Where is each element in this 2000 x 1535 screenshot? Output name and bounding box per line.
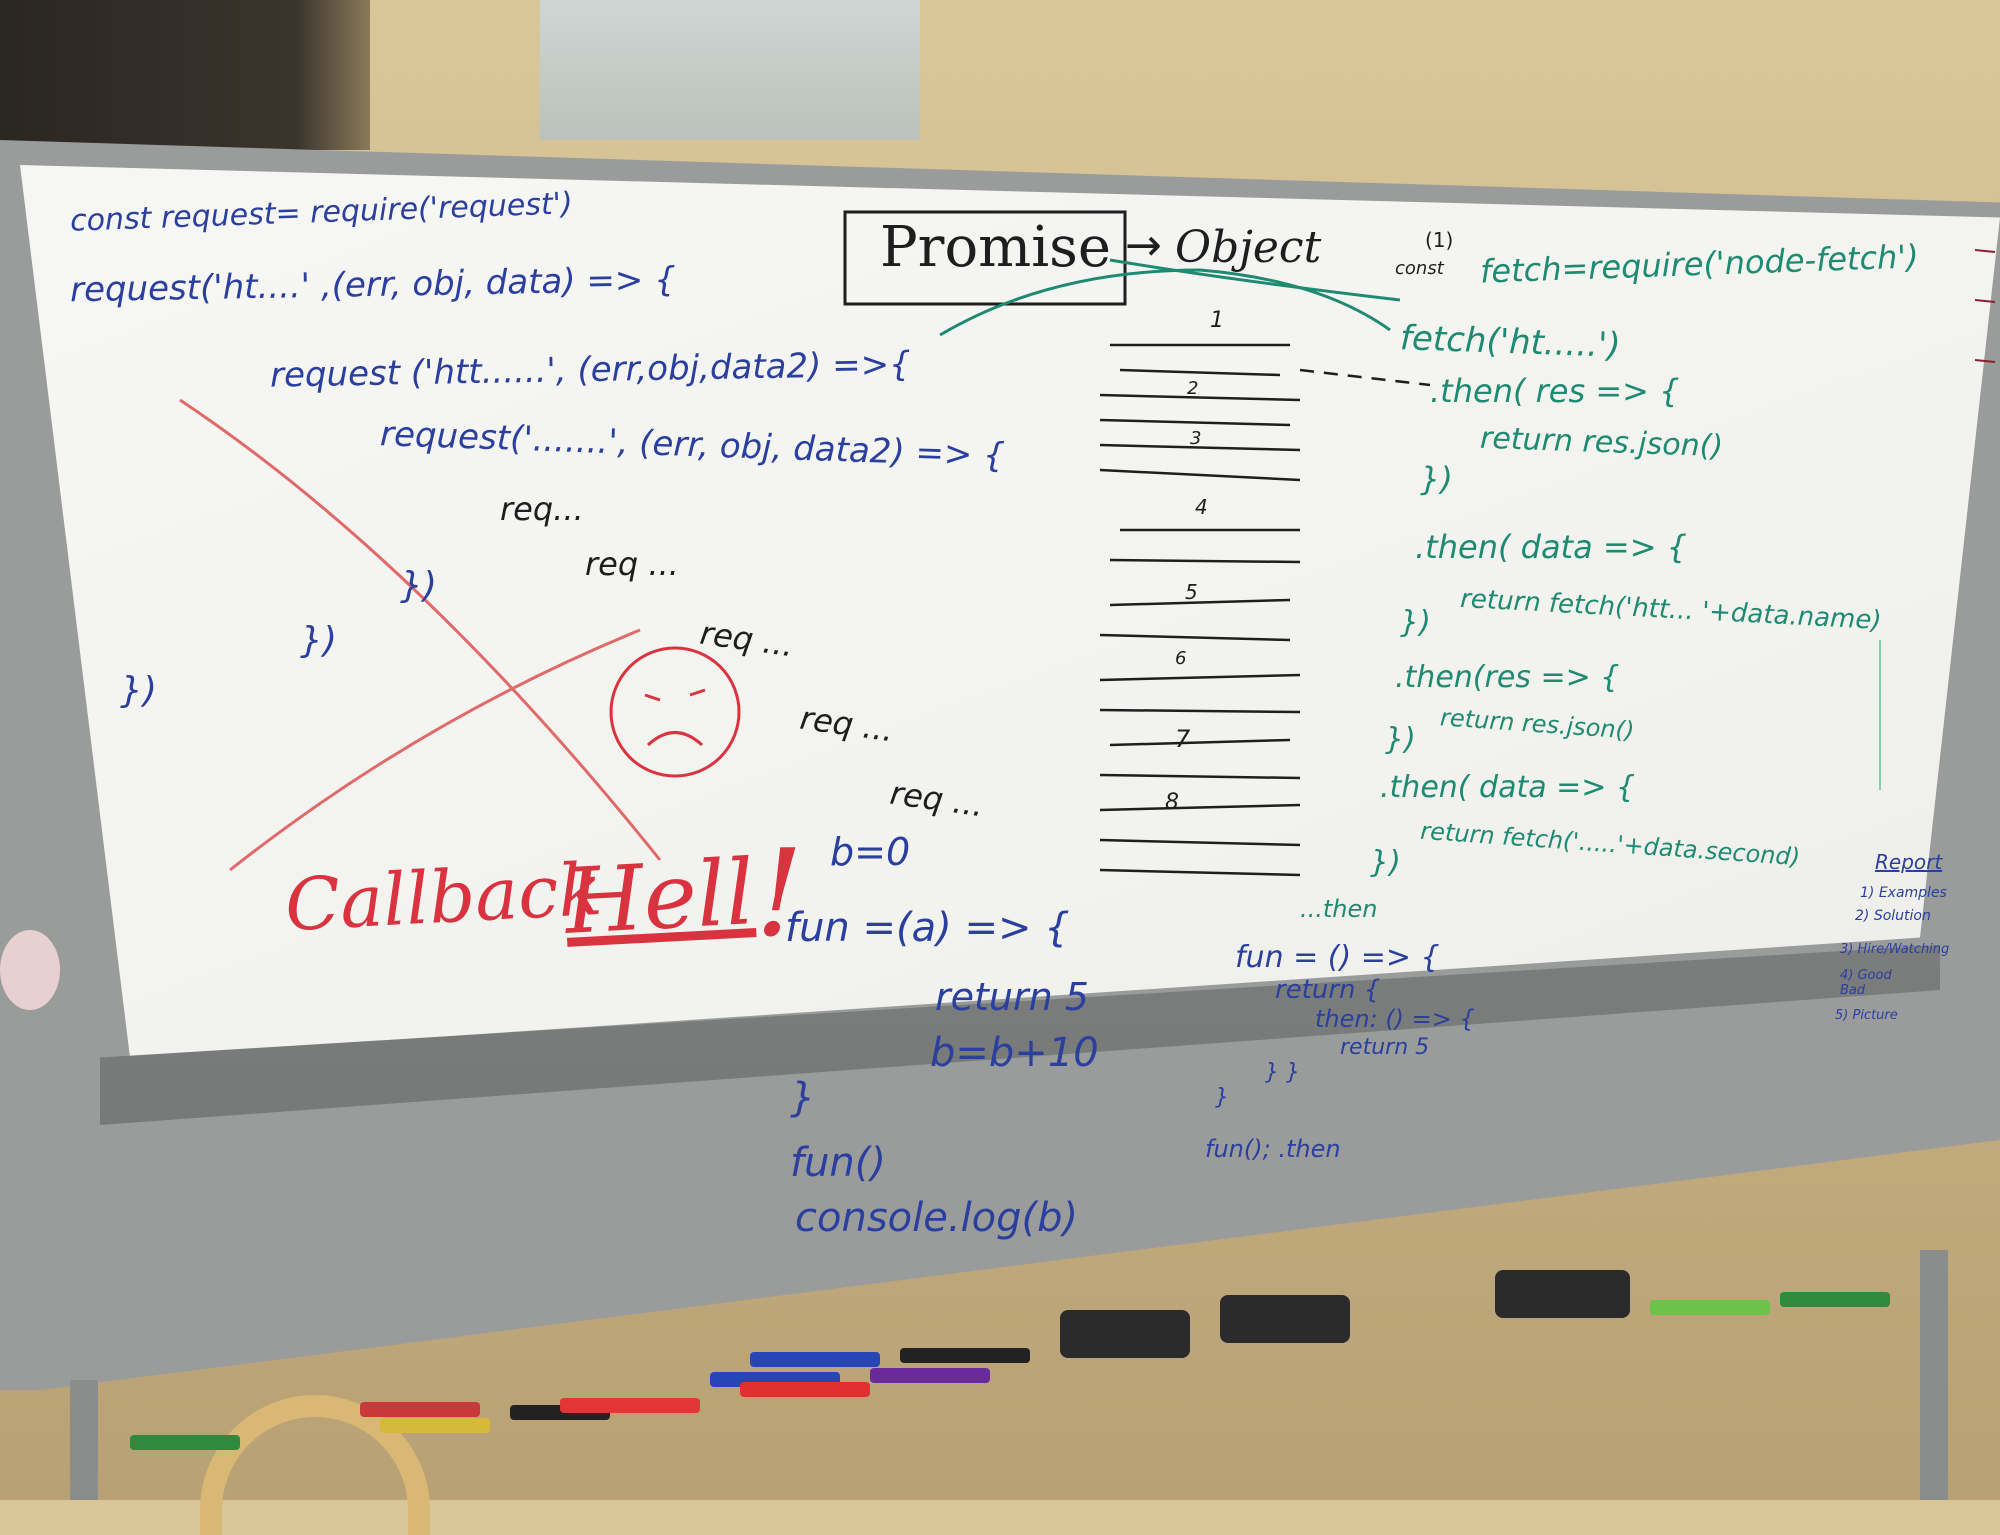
callback-hell-word-1: Callback [283, 846, 605, 948]
pink-sticker [0, 930, 60, 1010]
timeline-number-8: 8 [1165, 790, 1179, 815]
report-item-2: 2) Solution [1855, 908, 1931, 924]
right-code-more-then: ...then [1300, 895, 1378, 923]
red-marker-3 [740, 1382, 870, 1397]
code-req-2: req ... [585, 545, 679, 583]
timeline-number-5: 5 [1185, 580, 1198, 604]
right-code-then-1: .then( res => { [1430, 372, 1680, 410]
red-cross-stroke-1 [179, 398, 662, 861]
promise-box [843, 210, 1127, 306]
red-marker-2 [560, 1398, 700, 1413]
dashed-arrow [1299, 368, 1431, 387]
mid-code-fun-call: fun() [790, 1140, 886, 1186]
code-close-1: }) [400, 565, 437, 606]
br-code-then: then: () => { [1315, 1005, 1475, 1033]
report-item-1: 1) Examples [1860, 885, 1947, 901]
timeline-number-4: 4 [1195, 495, 1208, 519]
timeline-number-3: 3 [1190, 428, 1202, 449]
green-marker-2 [1780, 1292, 1890, 1307]
br-code-fun-def: fun = () => { [1235, 940, 1440, 975]
code-close-3: }) [120, 670, 157, 711]
lime-marker [1650, 1300, 1770, 1315]
promise-label: Promise [880, 215, 1112, 280]
mid-code-b-init: b=0 [830, 830, 911, 874]
black-marker-2 [900, 1348, 1030, 1363]
red-cross-stroke-2 [229, 628, 641, 872]
right-code-close-1: }) [1420, 460, 1453, 498]
br-code-close-outer: } [1215, 1085, 1229, 1110]
whiteboard-surface [20, 165, 2000, 1058]
right-code-close-4: }) [1370, 845, 1401, 880]
stand-leg-left [70, 1380, 98, 1500]
sad-face-circle [609, 646, 741, 778]
green-marker [130, 1435, 240, 1450]
br-code-close-inner: } } [1265, 1060, 1300, 1085]
right-code-close-3: }) [1385, 722, 1416, 757]
timeline-number-2: 2 [1187, 378, 1199, 399]
red-marker [360, 1402, 480, 1417]
br-code-fun-then: fun(); .then [1205, 1135, 1341, 1163]
dark-wall-area [0, 0, 370, 150]
blue-marker-2 [750, 1352, 880, 1367]
code-close-2: }) [300, 620, 337, 661]
mid-code-return: return 5 [935, 975, 1089, 1019]
right-code-marker: (1) [1425, 228, 1454, 252]
timeline-arrows [1099, 343, 1301, 877]
timeline-number-1: 1 [1210, 308, 1224, 333]
mid-code-console-log: console.log(b) [795, 1195, 1079, 1241]
br-code-return: return { [1275, 975, 1381, 1005]
right-code-fetch-call: fetch('ht.....') [1399, 318, 1622, 366]
stand-leg-right [1920, 1250, 1948, 1500]
timeline-number-7: 7 [1175, 725, 1191, 753]
callback-hell-bang: ! [755, 825, 804, 964]
mid-code-b-add: b=b+10 [930, 1030, 1099, 1076]
eraser-2 [1220, 1295, 1350, 1343]
report-item-4: 4) Good Bad [1840, 968, 1892, 998]
yellow-marker [380, 1418, 490, 1433]
right-code-then-2: .then( data => { [1415, 528, 1688, 566]
right-code-then-4: .then( data => { [1380, 770, 1636, 805]
mid-code-fun-def: fun =(a) => { [785, 905, 1070, 951]
whiteboard-strokes [179, 210, 1996, 877]
purple-marker [870, 1368, 990, 1383]
br-code-return-5: return 5 [1340, 1035, 1430, 1060]
right-code-const: const [1395, 258, 1444, 279]
mid-code-close: } [790, 1075, 816, 1121]
teal-curve-2 [1109, 258, 1401, 302]
sad-face-eyes [644, 688, 706, 702]
report-item-5: 5) Picture [1835, 1008, 1898, 1023]
report-item-3: 3) Hire/Watching [1840, 942, 1950, 957]
eraser-1 [1060, 1310, 1190, 1358]
right-code-close-2: }) [1400, 605, 1431, 640]
promise-arrow: → [1125, 220, 1162, 271]
right-code-then-3: .then(res => { [1395, 660, 1620, 695]
report-title: Report [1875, 850, 1943, 874]
eraser-3 [1495, 1270, 1630, 1318]
code-req-1: req... [500, 490, 584, 528]
teal-curve [939, 268, 1391, 337]
window-area [540, 0, 920, 140]
side-date-marks [1974, 249, 1996, 363]
timeline-number-6: 6 [1175, 648, 1187, 669]
sad-face-mouth [646, 731, 704, 747]
callback-hell-word-2: Hell [562, 840, 757, 955]
object-label: Object [1175, 222, 1322, 273]
